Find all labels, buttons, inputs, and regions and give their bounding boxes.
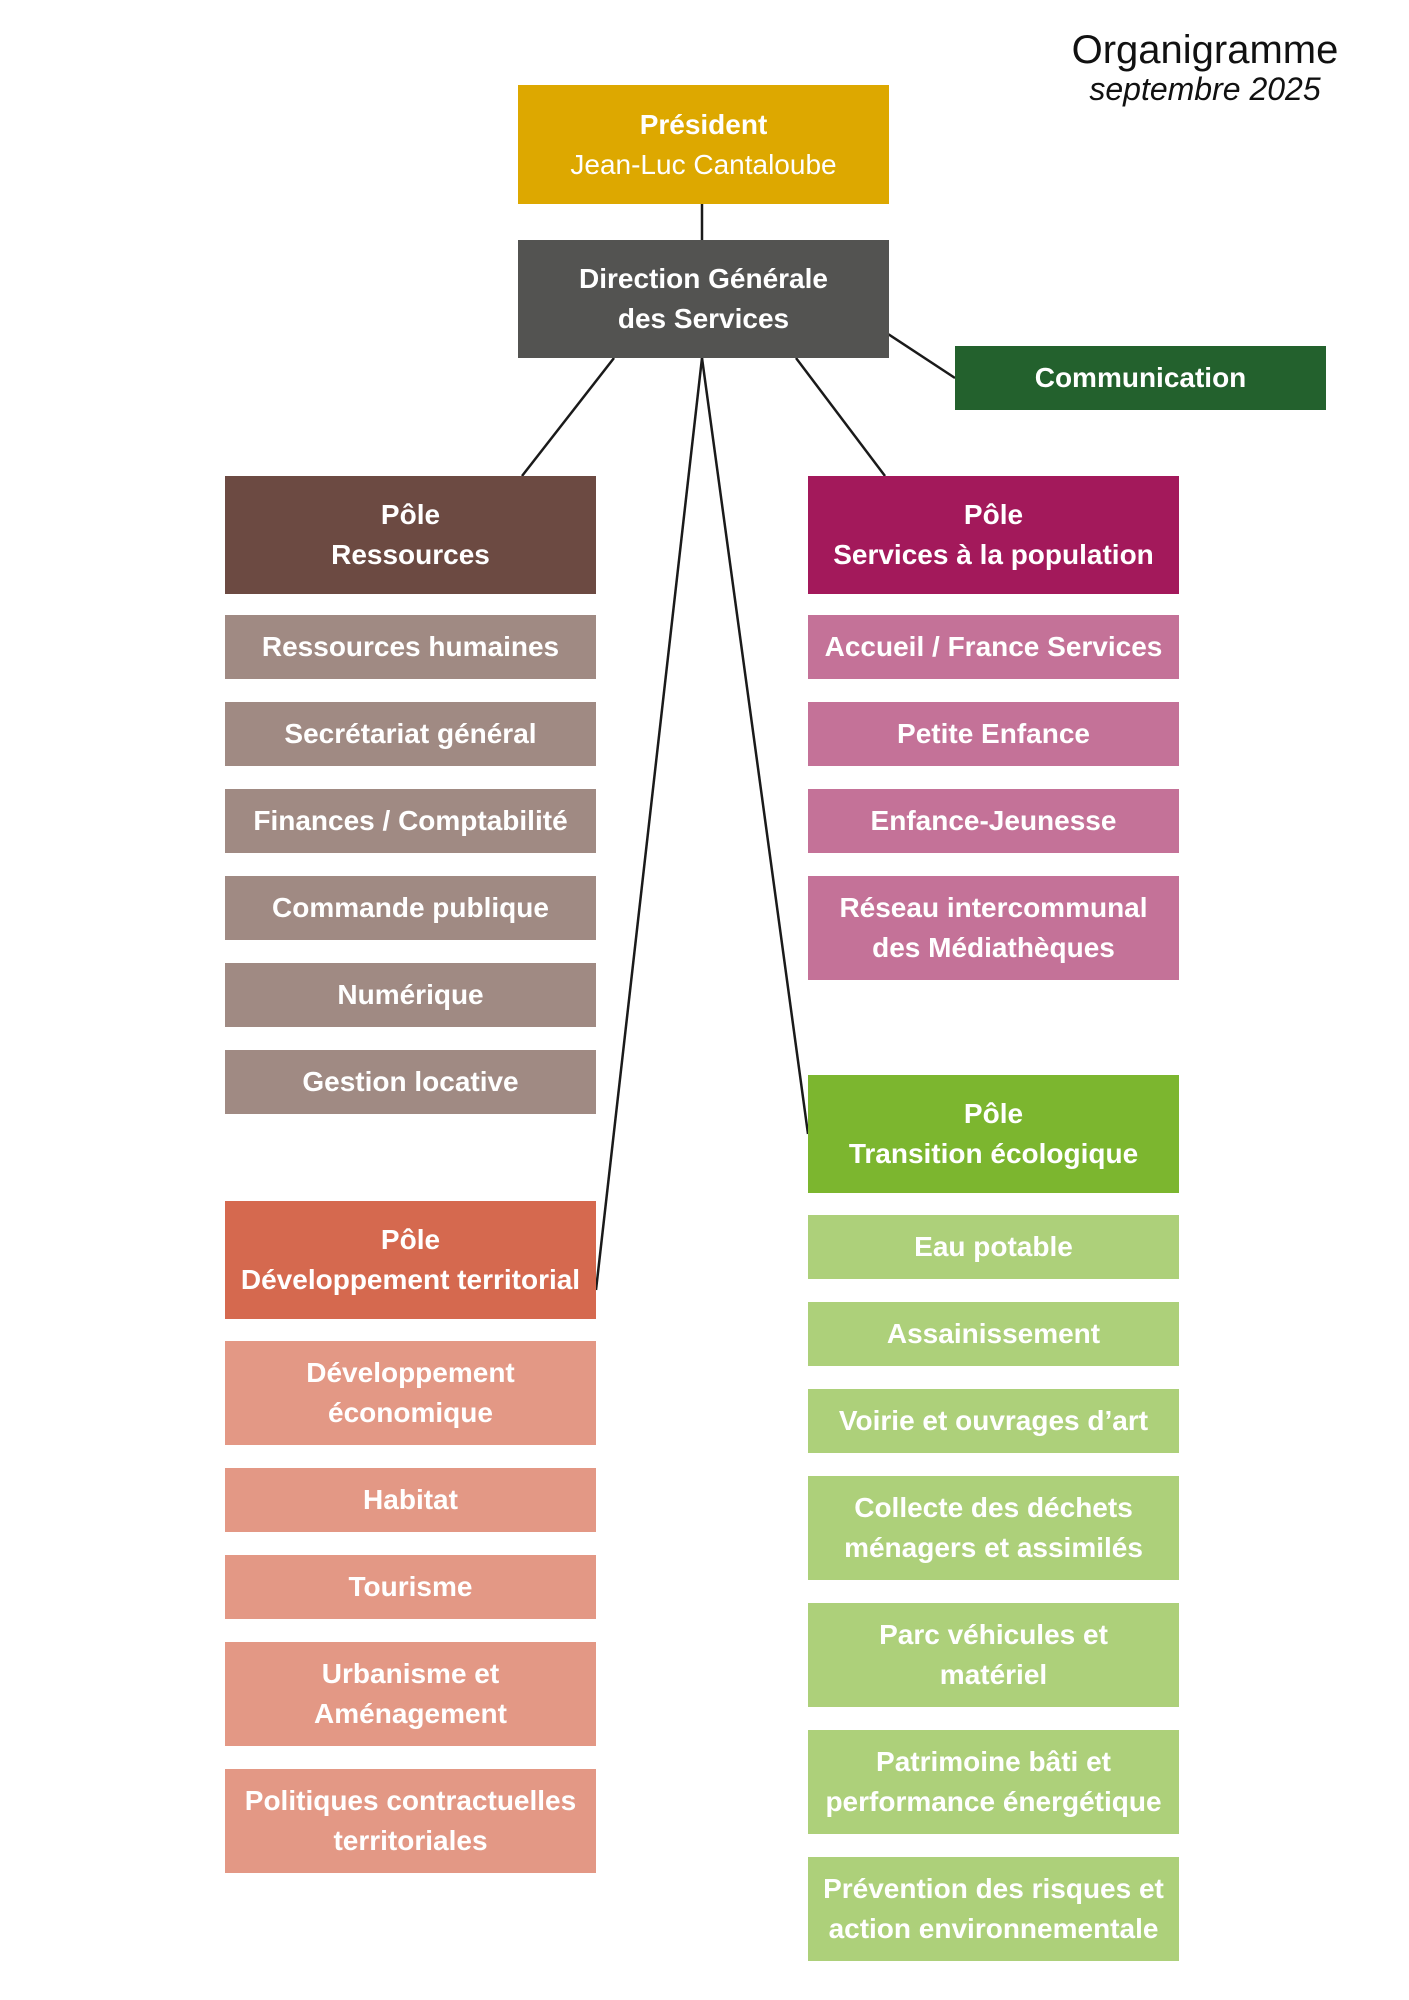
direction-line2: des Services: [617, 303, 790, 334]
service-box: Tourisme: [225, 1555, 596, 1619]
service-box: Petite Enfance: [808, 702, 1179, 766]
service-box: Ressources humaines: [225, 615, 596, 679]
pole-transition-line2: Transition écologique: [848, 1138, 1139, 1169]
service-label: Urbanisme et: [321, 1658, 500, 1689]
service-label: Aménagement: [314, 1698, 507, 1729]
service-box: Habitat: [225, 1468, 596, 1532]
service-label: des Médiathèques: [872, 932, 1115, 963]
pole-developpement-box: Pôle Développement territorial: [225, 1201, 596, 1319]
service-label: Prévention des risques et: [823, 1873, 1164, 1904]
service-label: Gestion locative: [302, 1066, 519, 1097]
service-label: Finances / Comptabilité: [253, 805, 568, 836]
service-label: Commande publique: [272, 892, 549, 923]
service-box: Urbanisme et Aménagement: [225, 1642, 596, 1746]
service-label: Réseau intercommunal: [839, 892, 1148, 923]
direction-line1: Direction Générale: [579, 263, 828, 294]
direction-box: Direction Générale des Services: [518, 240, 889, 358]
service-label: Développement: [306, 1357, 515, 1388]
service-label: Voirie et ouvrages d’art: [838, 1405, 1149, 1436]
pole-ressources-line1: Pôle: [380, 499, 441, 530]
service-label: matériel: [939, 1659, 1048, 1690]
service-label: Politiques contractuelles: [244, 1785, 577, 1816]
connector-direction-ressources: [521, 357, 615, 477]
service-box: Patrimoine bâti et performance énergétiqu…: [808, 1730, 1179, 1834]
service-label: Numérique: [337, 979, 484, 1010]
service-label: Patrimoine bâti et: [876, 1746, 1111, 1777]
communication-box: Communication: [955, 346, 1326, 410]
pole-ressources-line2: Ressources: [331, 539, 490, 570]
service-box: Eau potable: [808, 1215, 1179, 1279]
communication-label: Communication: [1034, 362, 1247, 393]
service-box: Voirie et ouvrages d’art: [808, 1389, 1179, 1453]
pole-population-line1: Pôle: [963, 499, 1024, 530]
service-box: Secrétariat général: [225, 702, 596, 766]
service-label: territoriales: [333, 1825, 488, 1856]
service-box: Accueil / France Services: [808, 615, 1179, 679]
connector-direction-developpement: [594, 357, 704, 1291]
pole-transition-line1: Pôle: [963, 1098, 1024, 1129]
pole-population-line2: Services à la population: [833, 539, 1154, 570]
service-box: Assainissement: [808, 1302, 1179, 1366]
service-label: Tourisme: [348, 1571, 473, 1602]
connector-direction-transition: [700, 357, 810, 1135]
service-label: économique: [328, 1397, 493, 1428]
service-box: Finances / Comptabilité: [225, 789, 596, 853]
service-label: Assainissement: [886, 1318, 1101, 1349]
connector-direction-population: [795, 357, 886, 477]
president-box: Président Jean-Luc Cantaloube: [518, 85, 889, 204]
service-label: Collecte des déchets: [854, 1492, 1133, 1523]
service-box: Parc véhicules et matériel: [808, 1603, 1179, 1707]
service-label: Accueil / France Services: [824, 631, 1163, 662]
president-name: Jean-Luc Cantaloube: [570, 148, 837, 180]
service-box: Gestion locative: [225, 1050, 596, 1114]
service-label: Ressources humaines: [261, 631, 560, 662]
pole-transition-box: Pôle Transition écologique: [808, 1075, 1179, 1193]
chart-title: Organigramme: [1071, 28, 1339, 72]
service-box: Développement économique: [225, 1341, 596, 1445]
pole-developpement-line2: Développement territorial: [240, 1264, 581, 1295]
header: Organigramme septembre 2025: [1040, 28, 1370, 106]
pole-developpement-line1: Pôle: [380, 1224, 441, 1255]
service-label: action environnementale: [828, 1913, 1159, 1944]
service-box: Politiques contractuelles territoriales: [225, 1769, 596, 1873]
service-box: Prévention des risques et action environn…: [808, 1857, 1179, 1961]
service-label: Secrétariat général: [284, 718, 537, 749]
service-label: ménagers et assimilés: [844, 1532, 1143, 1563]
service-box: Collecte des déchets ménagers et assimilé…: [808, 1476, 1179, 1580]
pole-ressources-box: Pôle Ressources: [225, 476, 596, 594]
service-box: Commande publique: [225, 876, 596, 940]
service-label: Eau potable: [914, 1231, 1073, 1262]
service-label: Petite Enfance: [897, 718, 1090, 749]
service-label: performance énergétique: [825, 1786, 1162, 1817]
pole-population-box: Pôle Services à la population: [808, 476, 1179, 594]
service-box: Réseau intercommunal des Médiathèques: [808, 876, 1179, 980]
service-box: Enfance-Jeunesse: [808, 789, 1179, 853]
service-label: Habitat: [363, 1484, 458, 1515]
chart-date: septembre 2025: [1089, 71, 1321, 107]
service-box: Numérique: [225, 963, 596, 1027]
service-label: Enfance-Jeunesse: [870, 805, 1117, 836]
service-label: Parc véhicules et: [879, 1619, 1108, 1650]
connector-direction-communication: [887, 332, 956, 380]
president-title: Président: [639, 108, 768, 140]
